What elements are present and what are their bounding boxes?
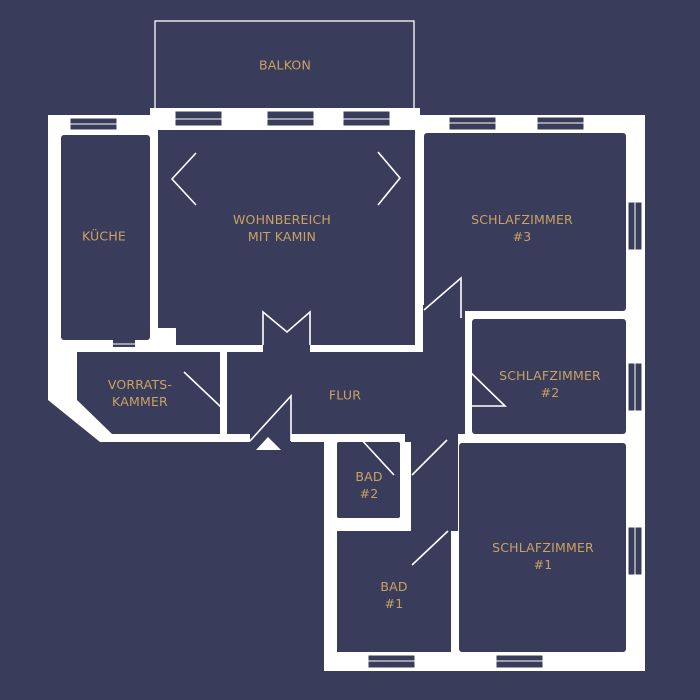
door-sz2[interactable] <box>466 368 507 407</box>
room-flur <box>227 305 465 531</box>
room-bad-2 <box>337 442 400 518</box>
door-bad2[interactable] <box>358 436 395 476</box>
label-kueche: KÜCHE <box>82 228 126 245</box>
label-schlafzimmer-2: SCHLAFZIMMER #2 <box>499 367 601 401</box>
label-flur: FLUR <box>329 387 361 404</box>
label-schlafzimmer-1: SCHLAFZIMMER #1 <box>492 539 594 573</box>
label-line: SCHLAFZIMMER <box>471 212 573 227</box>
door-wohn-flur[interactable] <box>262 310 311 345</box>
label-line: KÜCHE <box>81 228 127 244</box>
label-line: #2 <box>359 486 379 501</box>
room-wohnbereich <box>158 130 415 345</box>
label-line: #2 <box>540 385 560 400</box>
label-line: FLUR <box>328 387 362 403</box>
label-line: #1 <box>533 557 553 572</box>
room-schlafzimmer-3 <box>424 133 626 311</box>
entrance-gap <box>250 434 291 444</box>
door-vorrat[interactable] <box>183 371 223 409</box>
label-line: VORRATS- <box>107 377 173 392</box>
room-schlafzimmer-2 <box>472 319 626 434</box>
label-line: BALKON <box>259 57 311 73</box>
door-sz1[interactable] <box>411 439 448 476</box>
label-line: BAD <box>380 579 408 594</box>
label-line: KAMMER <box>112 394 168 409</box>
label-line: MIT KAMIN <box>247 229 317 244</box>
label-schlafzimmer-3: SCHLAFZIMMER #3 <box>471 211 573 245</box>
room-schlafzimmer-1 <box>459 443 626 652</box>
label-wohnbereich: WOHNBEREICH MIT KAMIN <box>233 211 331 245</box>
label-balkon: BALKON <box>259 57 311 74</box>
entrance-arrow-icon <box>256 437 281 450</box>
door-entrance[interactable] <box>249 393 292 442</box>
door-wohn-sz3[interactable] <box>377 151 402 206</box>
label-line: #1 <box>384 596 404 611</box>
label-line: SCHLAFZIMMER <box>492 540 594 555</box>
door-bad1[interactable] <box>411 530 449 566</box>
label-line: BAD <box>355 469 383 484</box>
label-line: #3 <box>512 229 532 244</box>
label-bad-1: BAD #1 <box>380 578 407 612</box>
room-bad-1 <box>337 531 451 652</box>
room-kueche <box>61 135 150 340</box>
door-sz3[interactable] <box>423 276 462 318</box>
label-bad-2: BAD #2 <box>355 468 382 502</box>
label-line: WOHNBEREICH <box>232 212 332 227</box>
label-vorratskammer: VORRATS- KAMMER <box>108 376 172 410</box>
label-line: SCHLAFZIMMER <box>499 368 601 383</box>
door-kueche-wohn[interactable] <box>170 152 197 206</box>
door-swings <box>170 151 507 566</box>
